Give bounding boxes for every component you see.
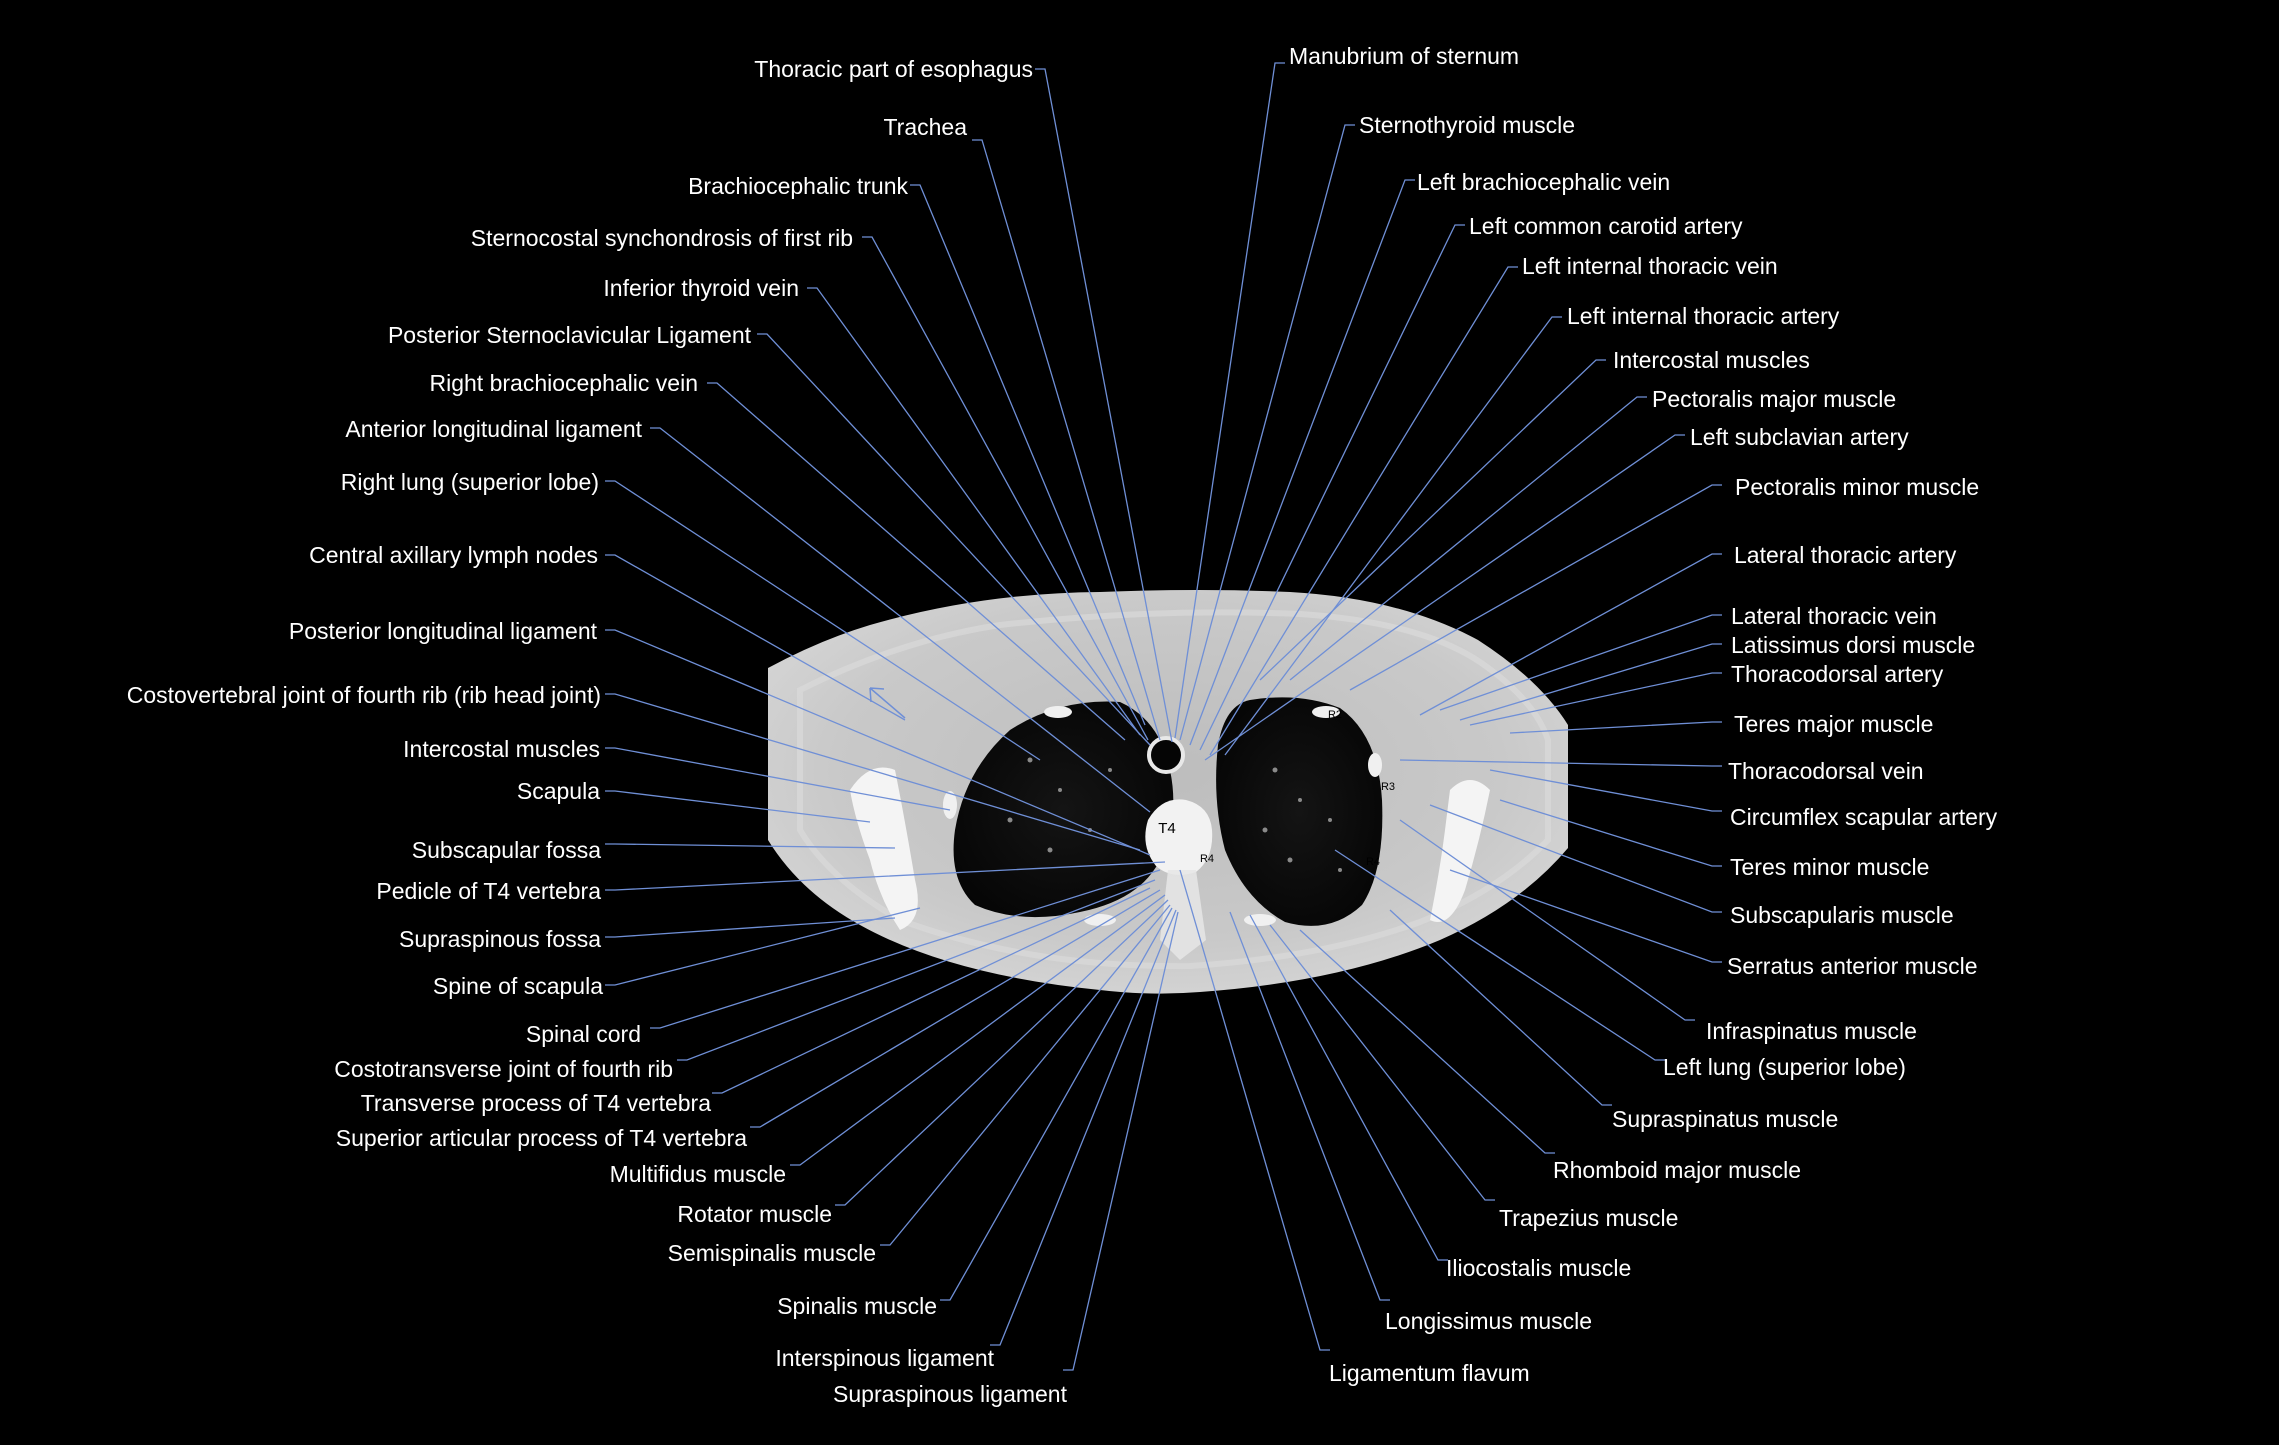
rib-mark-r4-lateral: R4 [1366, 856, 1380, 868]
right-scapula [850, 767, 918, 930]
label-left-brachiocephalic-vein: Left brachiocephalic vein [1417, 169, 1670, 195]
label-left-internal-thoracic-artery: Left internal thoracic artery [1567, 303, 1840, 329]
rib-mark-r4-spine: R4 [1200, 853, 1214, 865]
label-intercostal-muscles-right: Intercostal muscles [1613, 347, 1810, 373]
label-pectoralis-major: Pectoralis major muscle [1652, 386, 1896, 412]
label-spine-of-scapula: Spine of scapula [433, 973, 603, 999]
rib-bone [943, 791, 957, 819]
label-left-lung-superior-lobe: Left lung (superior lobe) [1663, 1054, 1906, 1080]
label-supraspinatus-muscle: Supraspinatus muscle [1612, 1106, 1838, 1132]
lung-vessel-markings [1007, 757, 1342, 872]
label-intercostal-muscles-left: Intercostal muscles [403, 736, 600, 762]
label-pedicle-t4: Pedicle of T4 vertebra [376, 878, 601, 904]
label-teres-major: Teres major muscle [1734, 711, 1933, 737]
subcutaneous-layer [797, 609, 1551, 970]
label-left-subclavian-artery: Left subclavian artery [1690, 424, 1909, 450]
label-thoracodorsal-vein: Thoracodorsal vein [1728, 758, 1924, 784]
label-left-common-carotid: Left common carotid artery [1469, 213, 1743, 239]
labels-left: Thoracic part of esophagus Trachea Brach… [127, 56, 1179, 1407]
rib-bone [1244, 914, 1276, 926]
label-multifidus-muscle: Multifidus muscle [610, 1161, 786, 1187]
label-interspinous-ligament: Interspinous ligament [775, 1345, 994, 1371]
label-thoracodorsal-artery: Thoracodorsal artery [1731, 661, 1944, 687]
label-lateral-thoracic-vein: Lateral thoracic vein [1731, 603, 1937, 629]
label-rotator-muscle: Rotator muscle [677, 1201, 832, 1227]
arrow-marker [869, 687, 906, 719]
label-left-internal-thoracic-vein: Left internal thoracic vein [1522, 253, 1778, 279]
label-lateral-thoracic-artery: Lateral thoracic artery [1734, 542, 1957, 568]
label-pectoralis-minor: Pectoralis minor muscle [1735, 474, 1979, 500]
rib-bone [1368, 753, 1382, 777]
label-anterior-longitudinal-ligament: Anterior longitudinal ligament [345, 416, 642, 442]
label-infraspinatus-muscle: Infraspinatus muscle [1706, 1018, 1917, 1044]
label-manubrium: Manubrium of sternum [1289, 43, 1519, 69]
labels-right: Manubrium of sternum Sternothyroid muscl… [1174, 43, 1998, 1386]
label-brachiocephalic-trunk: Brachiocephalic trunk [688, 173, 908, 199]
vertebra-mark-t4: T4 [1158, 820, 1176, 837]
label-scapula: Scapula [517, 778, 600, 804]
label-iliocostalis-muscle: Iliocostalis muscle [1446, 1255, 1631, 1281]
rib-mark-r3: R3 [1381, 781, 1395, 793]
vertebral-body [1145, 799, 1213, 875]
label-circumflex-scapular-artery: Circumflex scapular artery [1730, 804, 1998, 830]
label-serratus-anterior: Serratus anterior muscle [1727, 953, 1978, 979]
rib-mark-r2: R2 [1328, 709, 1342, 721]
label-posterior-sternoclavicular-ligament: Posterior Sternoclavicular Ligament [388, 322, 752, 348]
trachea-lumen [1147, 736, 1185, 774]
label-sternothyroid-muscle: Sternothyroid muscle [1359, 112, 1575, 138]
label-subscapularis-muscle: Subscapularis muscle [1730, 902, 1954, 928]
label-latissimus-dorsi: Latissimus dorsi muscle [1731, 632, 1975, 658]
ct-cross-section: T4 R2 R3 R4 R4 [768, 590, 1568, 994]
label-semispinalis-muscle: Semispinalis muscle [668, 1240, 876, 1266]
label-longissimus-muscle: Longissimus muscle [1385, 1308, 1592, 1334]
label-trachea: Trachea [883, 114, 967, 140]
label-subscapular-fossa: Subscapular fossa [412, 837, 601, 863]
right-lung [953, 701, 1174, 918]
label-costovertebral-joint: Costovertebral joint of fourth rib (rib … [127, 682, 601, 708]
label-teres-minor: Teres minor muscle [1730, 854, 1929, 880]
label-sternocostal-synchondrosis: Sternocostal synchondrosis of first rib [471, 225, 853, 251]
label-transverse-process-t4: Transverse process of T4 vertebra [361, 1090, 711, 1116]
label-thoracic-esophagus: Thoracic part of esophagus [754, 56, 1033, 82]
label-central-axillary-lymph-nodes: Central axillary lymph nodes [309, 542, 598, 568]
rib-bone [1044, 706, 1072, 718]
label-right-brachiocephalic-vein: Right brachiocephalic vein [430, 370, 699, 396]
label-supraspinous-fossa: Supraspinous fossa [399, 926, 601, 952]
rib-bone [1312, 706, 1340, 718]
label-trapezius-muscle: Trapezius muscle [1499, 1205, 1678, 1231]
left-scapula [1430, 780, 1490, 922]
label-inferior-thyroid-vein: Inferior thyroid vein [603, 275, 799, 301]
label-right-lung-superior-lobe: Right lung (superior lobe) [341, 469, 599, 495]
label-costotransverse-joint: Costotransverse joint of fourth rib [334, 1056, 673, 1082]
label-posterior-longitudinal-ligament: Posterior longitudinal ligament [289, 618, 598, 644]
label-ligamentum-flavum: Ligamentum flavum [1329, 1360, 1530, 1386]
label-superior-articular-process-t4: Superior articular process of T4 vertebr… [336, 1125, 747, 1151]
rib-bone [1084, 914, 1116, 926]
label-rhomboid-major: Rhomboid major muscle [1553, 1157, 1801, 1183]
label-spinal-cord: Spinal cord [526, 1021, 641, 1047]
label-supraspinous-ligament: Supraspinous ligament [833, 1381, 1068, 1407]
label-spinalis-muscle: Spinalis muscle [777, 1293, 937, 1319]
